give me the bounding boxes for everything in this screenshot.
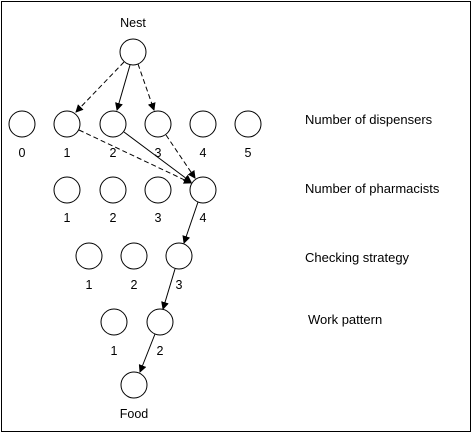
- pharmacists-node-3: [144, 176, 172, 204]
- edge-nest-dispensers-1: [75, 61, 125, 113]
- edge-dispensers-2-pharmacists-4: [123, 131, 192, 183]
- dispensers-node-5: [234, 110, 262, 138]
- edge-work-pattern-2-food: [138, 333, 156, 373]
- pharmacists-node-4: [189, 176, 217, 204]
- work-pattern-option-2: 2: [157, 344, 164, 358]
- dispensers-option-5: 5: [245, 146, 252, 160]
- work-pattern-caption: Work pattern: [308, 312, 382, 327]
- checking-option-3: 3: [176, 278, 183, 292]
- dispensers-option-1: 1: [64, 146, 71, 160]
- checking-node-2: [120, 242, 148, 270]
- pharmacists-option-3: 3: [155, 211, 162, 225]
- pharmacists-node-2: [99, 176, 127, 204]
- edge-dispensers-1-pharmacists-4: [78, 129, 192, 184]
- pharmacists-caption: Number of pharmacists: [305, 181, 440, 196]
- pharmacists-node-1: [53, 176, 81, 204]
- checking-node-1: [75, 242, 103, 270]
- dispensers-node-4: [189, 110, 217, 138]
- dispensers-option-2: 2: [110, 146, 117, 160]
- edge-pharmacists-4-checking-3: [182, 201, 199, 244]
- checking-option-2: 2: [131, 278, 138, 292]
- pharmacists-option-1: 1: [64, 211, 71, 225]
- dispensers-option-3: 3: [155, 146, 162, 160]
- work-pattern-node-2: [146, 308, 174, 336]
- dispensers-node-2: [99, 110, 127, 138]
- work-pattern-option-1: 1: [111, 344, 118, 358]
- edge-checking-3-work-pattern-2: [161, 268, 176, 310]
- dispensers-node-3: [144, 110, 172, 138]
- food-node: [120, 371, 148, 399]
- dispensers-caption: Number of dispensers: [305, 112, 433, 127]
- dispensers-node-1: [53, 110, 81, 138]
- pharmacists-option-2: 2: [110, 211, 117, 225]
- checking-node-3: [165, 242, 193, 270]
- edge-nest-dispensers-3: [137, 63, 156, 111]
- nest-node: [119, 38, 147, 66]
- dispensers-option-0: 0: [19, 146, 26, 160]
- checking-caption: Checking strategy: [305, 250, 410, 265]
- work-pattern-node-1: [100, 308, 128, 336]
- edge-nest-dispensers-2: [115, 64, 131, 111]
- edge-dispensers-3-pharmacists-4: [165, 134, 196, 179]
- checking-option-1: 1: [86, 278, 93, 292]
- food-label: Food: [120, 407, 149, 421]
- pharmacists-option-4: 4: [200, 211, 207, 225]
- nest-label: Nest: [120, 16, 146, 30]
- dispensers-node-0: [8, 110, 36, 138]
- dispensers-option-4: 4: [200, 146, 207, 160]
